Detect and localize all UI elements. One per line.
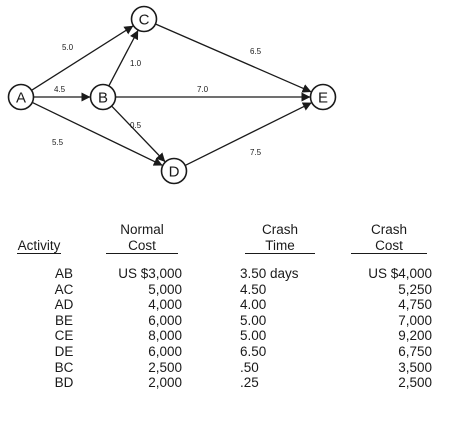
activity-cell: BE (54, 312, 73, 328)
header-crash-time-line1: Crash (261, 222, 298, 237)
header-crash-cost: Crash Cost (345, 222, 433, 254)
node-c: C (130, 5, 158, 33)
crash-time-cell: 3.50 days (240, 266, 299, 281)
header-crash-cost-line2: Cost (351, 238, 427, 254)
header-activity: Activity (8, 222, 70, 254)
header-activity-line2: Activity (16, 237, 62, 254)
table-row: AD 4,000 4.00 4,750 (0, 297, 455, 312)
activity-cell: AB (54, 266, 73, 281)
normal-cost-cell: US $3,000 (118, 266, 182, 281)
crash-cost-cell: US $4,000 (368, 266, 432, 281)
node-label-a: A (16, 90, 26, 107)
normal-cost-cell: 2,000 (148, 375, 182, 391)
activity-cost-table: Activity Normal Cost Crash Time Crash Co… (0, 222, 455, 427)
edge-a-c (31, 25, 134, 91)
activity-cell: AC (54, 281, 74, 297)
activity-cell: BC (54, 359, 74, 375)
crash-time-cell: 4.50 (240, 281, 267, 297)
normal-cost-cell: 6,000 (148, 344, 182, 359)
node-b: B (89, 83, 117, 111)
normal-cost-cell: 6,000 (148, 312, 182, 328)
edge-b-d (111, 105, 166, 163)
normal-cost-cell: 2,500 (148, 359, 182, 375)
node-circle-c (130, 5, 158, 33)
normal-cost-cell: 5,000 (148, 281, 182, 297)
table-row: AC 5,000 4.50 5,250 (0, 282, 455, 297)
crash-time-cell: 5.00 (240, 312, 267, 328)
edge-label-c-e: 6.5 (250, 47, 262, 56)
activity-cell: AD (54, 297, 74, 313)
crash-cost-cell: 9,200 (398, 328, 432, 344)
node-e: E (309, 83, 337, 111)
crash-cost-cell: 5,250 (398, 281, 432, 297)
edge-label-a-b: 4.5 (54, 85, 66, 94)
activity-cell: DE (54, 344, 74, 359)
node-circle-d (160, 157, 188, 185)
table-row: BD 2,000 .25 2,500 (0, 375, 455, 390)
crash-time-cell: .25 (240, 375, 259, 391)
header-normal-cost-line2: Cost (106, 238, 178, 254)
edge-label-b-d: 0.5 (130, 121, 142, 130)
crash-time-cell: 5.00 (240, 328, 267, 344)
crash-cost-cell: 3,500 (398, 359, 432, 375)
table-row: BE 6,000 5.00 7,000 (0, 313, 455, 328)
node-label-d: D (169, 164, 180, 181)
node-circle-a (7, 83, 35, 111)
node-circle-e (309, 83, 337, 111)
table-row: AB US $3,000 3.50 days US $4,000 (0, 266, 455, 281)
header-crash-cost-line1: Crash (370, 222, 407, 237)
edge-label-a-c: 5.0 (62, 43, 74, 52)
crash-time-cell: 4.00 (240, 297, 267, 313)
crash-cost-cell: 7,000 (398, 312, 432, 328)
edge-b-c (108, 30, 139, 87)
header-crash-time-line2: Time (245, 238, 315, 254)
crash-cost-cell: 2,500 (398, 375, 432, 391)
node-d: D (160, 157, 188, 185)
edge-label-b-e: 7.0 (197, 85, 209, 94)
node-label-e: E (318, 90, 328, 107)
node-a: A (7, 83, 35, 111)
table-row: BC 2,500 .50 3,500 (0, 360, 455, 375)
crash-cost-cell: 6,750 (398, 344, 432, 359)
normal-cost-cell: 8,000 (148, 328, 182, 344)
node-circle-b (89, 83, 117, 111)
header-normal-cost-line1: Normal (120, 222, 164, 237)
activity-cell: BD (54, 375, 74, 391)
edge-label-b-c: 1.0 (130, 59, 142, 68)
header-normal-cost: Normal Cost (102, 222, 182, 254)
activity-cell: CE (54, 328, 74, 344)
edge-label-a-d: 5.5 (52, 138, 64, 147)
node-label-c: C (139, 12, 150, 29)
edge-c-e (155, 23, 312, 93)
table-row: CE 8,000 5.00 9,200 (0, 328, 455, 343)
crash-cost-cell: 4,750 (398, 297, 432, 313)
table-row: DE 6,000 6.50 6,750 (0, 344, 455, 359)
edge-a-d (31, 101, 163, 166)
crash-time-cell: .50 (240, 359, 259, 375)
edge-label-d-e: 7.5 (250, 148, 262, 157)
edge-d-e (184, 102, 312, 167)
crash-time-cell: 6.50 (240, 344, 267, 359)
node-label-b: B (98, 90, 108, 107)
normal-cost-cell: 4,000 (148, 297, 182, 313)
header-crash-time: Crash Time (240, 222, 320, 254)
project-network-diagram: 5.0 4.5 5.5 1.0 7.0 0.5 6.5 7.5 A B C D E (7, 5, 337, 185)
